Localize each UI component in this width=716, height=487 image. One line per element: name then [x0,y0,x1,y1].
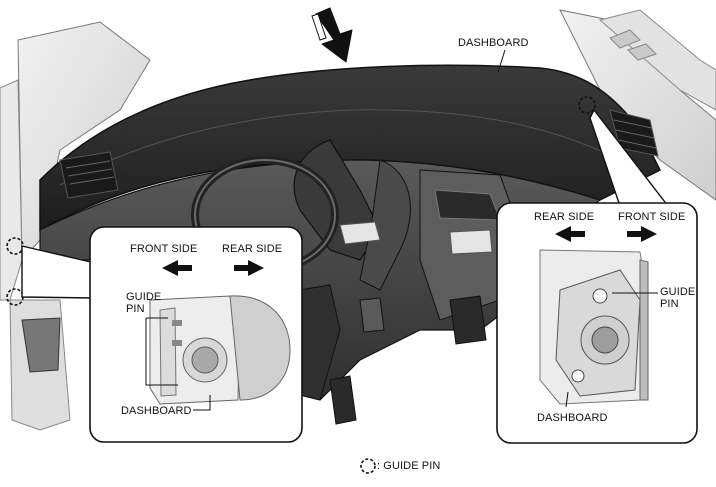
left-arrow-icon [555,226,585,242]
right-arrow-icon [627,226,657,242]
vehicle-body-left [0,21,151,431]
dashboard-leader-line [497,49,506,73]
left-inset-front-side-label: FRONT SIDE [130,243,198,255]
right-inset-leader-lines [565,292,658,408]
down-arrow-icon [311,7,353,63]
right-inset-rear-side-label: REAR SIDE [534,211,595,223]
dashboard-label-top: DASHBOARD [458,37,529,49]
left-inset-dashboard-label: DASHBOARD [121,405,192,417]
left-arrow-icon [162,260,192,276]
left-inset-rear-side-label: REAR SIDE [222,243,283,255]
right-arrow-icon [234,260,264,276]
left-inset-leader-lines [145,317,211,411]
right-inset-front-side-label: FRONT SIDE [618,211,686,223]
left-inset-guide-pin-label: GUIDE PIN [126,291,162,315]
dashboard-body [39,139,602,425]
legend-guide-pin-label: : GUIDE PIN [377,460,441,472]
dashboard-pad [39,64,662,232]
right-inset-dashboard-label: DASHBOARD [537,412,608,424]
left-inset-bracket-drawing [149,295,291,405]
legend-dashed-circle-icon [360,458,376,474]
right-inset-guide-pin-label: GUIDE PIN [660,286,696,310]
right-inset-bracket-drawing [539,249,649,405]
vehicle-body-right [559,9,716,201]
